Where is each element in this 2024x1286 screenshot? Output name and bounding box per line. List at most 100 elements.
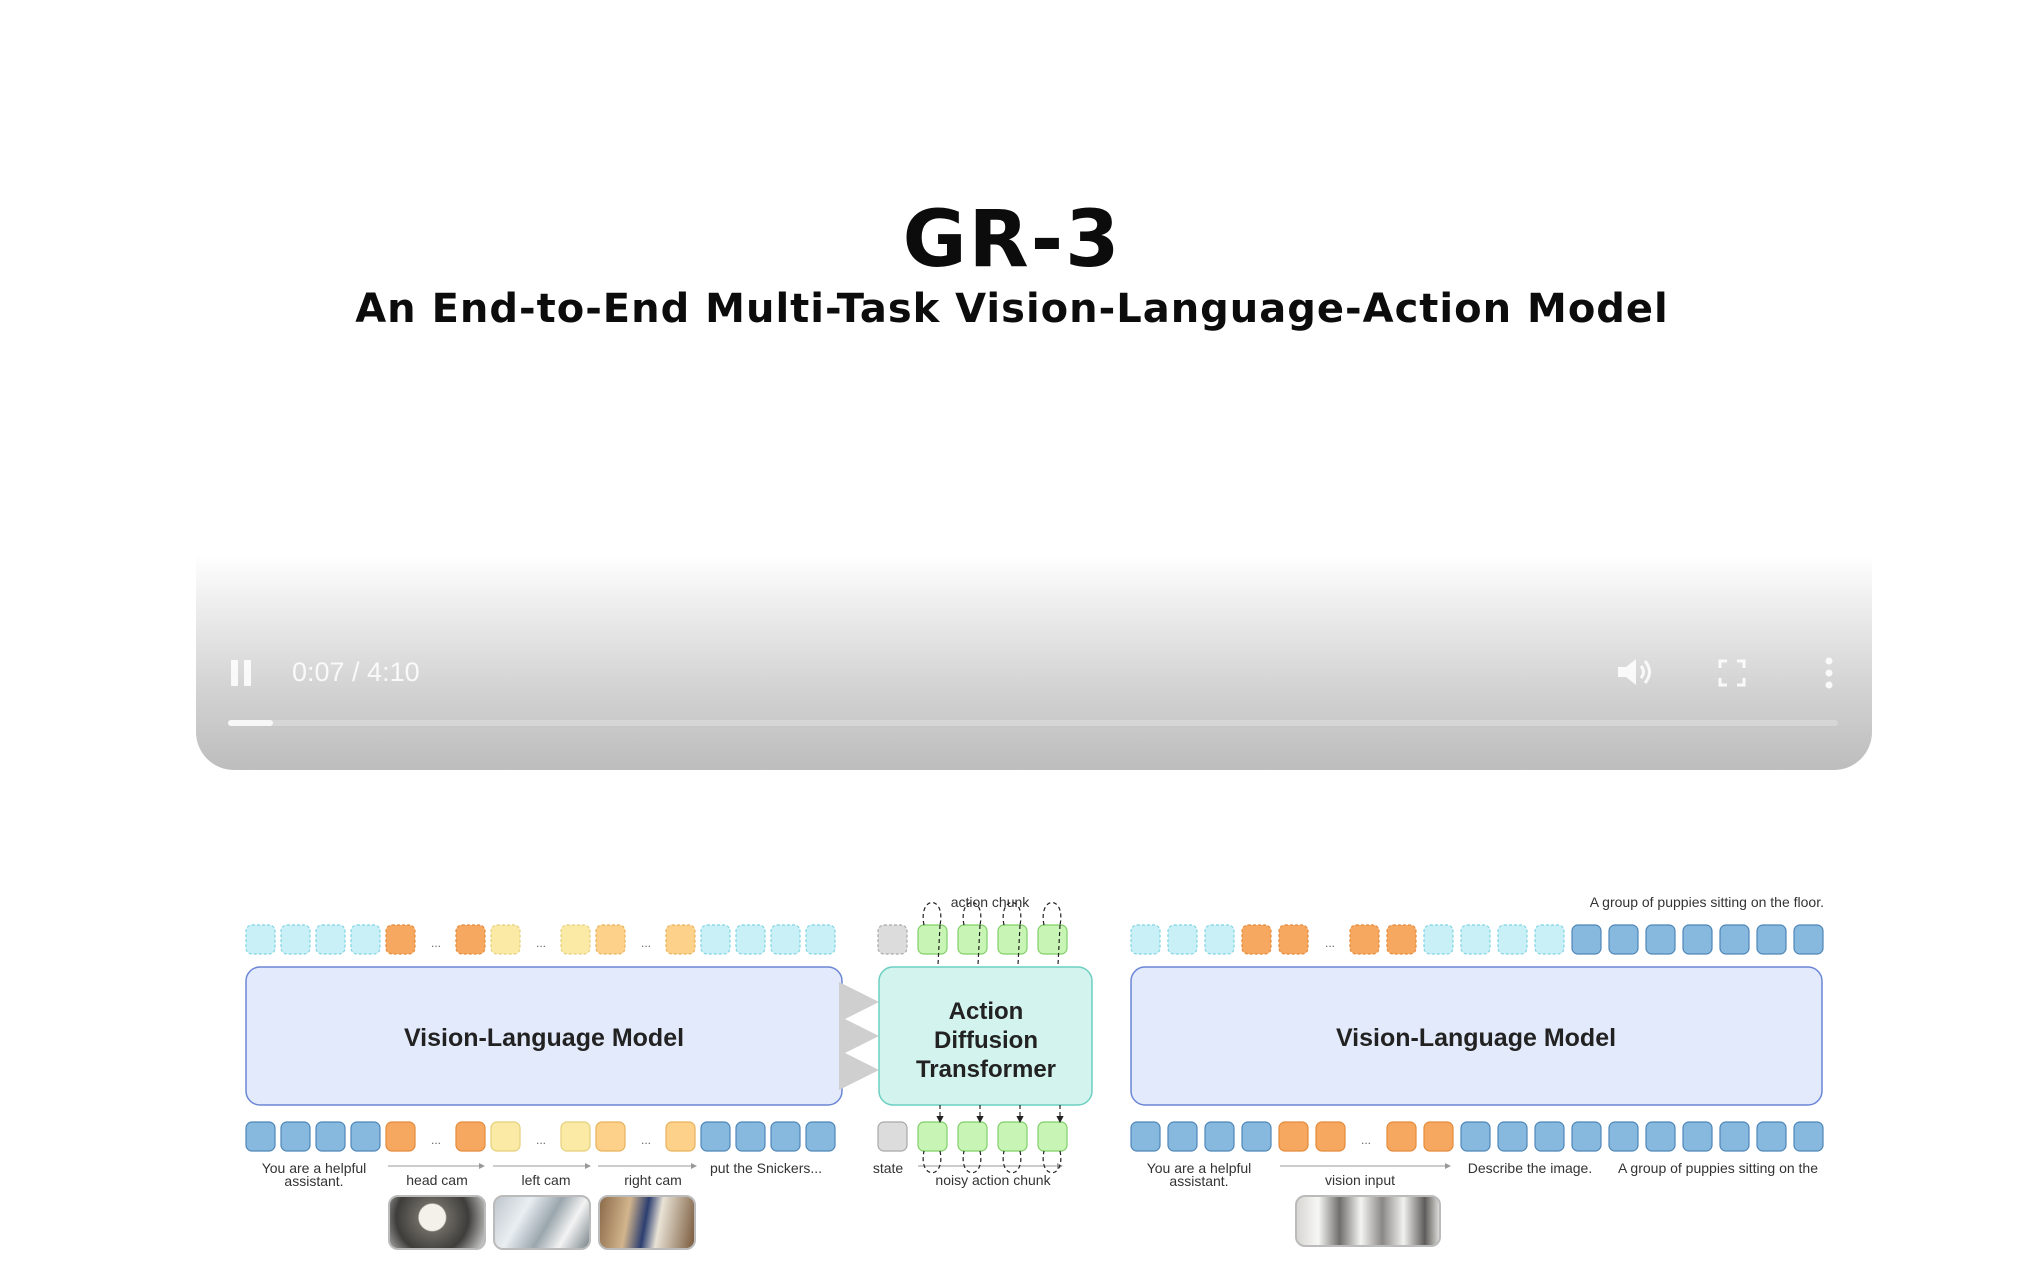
- left-output-token-16: [805, 924, 836, 955]
- right-input-token-9: [1460, 1121, 1491, 1152]
- adt-output-token-1: [917, 924, 948, 955]
- left-input-token-7: [490, 1121, 521, 1152]
- right-output-token-3: [1241, 924, 1272, 955]
- left-cam-thumbnail: [493, 1195, 591, 1250]
- right-output-token-15: [1682, 924, 1713, 955]
- video-player[interactable]: 0:07 / 4:10: [196, 555, 1872, 770]
- ellipsis: ...: [431, 1133, 441, 1147]
- ellipsis: ...: [641, 936, 651, 950]
- pause-icon[interactable]: [230, 660, 252, 686]
- left-input-token-1: [280, 1121, 311, 1152]
- left-input-token-9: [560, 1121, 591, 1152]
- left-system-prompt-line2: assistant.: [284, 1173, 343, 1189]
- question-label: Describe the image.: [1468, 1160, 1593, 1176]
- left-input-token-10: [595, 1121, 626, 1152]
- ellipsis: ...: [1361, 1133, 1371, 1147]
- ellipsis: ...: [431, 936, 441, 950]
- right-input-token-13: [1608, 1121, 1639, 1152]
- right-input-token-0: [1130, 1121, 1161, 1152]
- adt-output-token-2: [957, 924, 988, 955]
- action-chunk-label: action chunk: [951, 894, 1031, 910]
- adt-output-token-3: [997, 924, 1028, 955]
- left-vlm-label: Vision-Language Model: [404, 1024, 684, 1052]
- right-output-token-18: [1793, 924, 1824, 955]
- fullscreen-icon[interactable]: [1718, 659, 1746, 687]
- right-output-token-8: [1423, 924, 1454, 955]
- right-vlm-label: Vision-Language Model: [1336, 1024, 1616, 1052]
- denoise-loop-bottom-2: [1002, 1105, 1021, 1174]
- right-input-token-10: [1497, 1121, 1528, 1152]
- right-input-token-5: [1315, 1121, 1346, 1152]
- adt-input-token-2: [957, 1121, 988, 1152]
- right-input-token-17: [1756, 1121, 1787, 1152]
- adt-input-token-3: [997, 1121, 1028, 1152]
- right-cam-label: right cam: [624, 1172, 682, 1188]
- ellipsis: ...: [641, 1133, 651, 1147]
- right-input-token-15: [1682, 1121, 1713, 1152]
- left-input-token-3: [350, 1121, 381, 1152]
- adt-box: [878, 966, 1093, 1106]
- left-input-token-13: [700, 1121, 731, 1152]
- adt-label-line1: Action: [949, 998, 1024, 1025]
- right-output-token-7: [1386, 924, 1417, 955]
- right-input-token-1: [1167, 1121, 1198, 1152]
- state-label: state: [873, 1160, 904, 1176]
- time-readout: 0:07 / 4:10: [292, 657, 420, 687]
- right-vlm-box: [1130, 966, 1823, 1106]
- denoise-loop-top-2: [1002, 901, 1022, 966]
- denoise-loop-bottom-0: [922, 1105, 941, 1174]
- progress-bar[interactable]: [228, 720, 1838, 726]
- left-output-token-4: [385, 924, 416, 955]
- left-output-token-10: [595, 924, 626, 955]
- ellipsis: ...: [536, 1133, 546, 1147]
- noisy-action-chunk-label: noisy action chunk: [935, 1172, 1051, 1188]
- left-input-token-2: [315, 1121, 346, 1152]
- head-cam-label: head cam: [406, 1172, 467, 1188]
- left-output-token-15: [770, 924, 801, 955]
- left-output-token-6: [455, 924, 486, 955]
- left-output-token-7: [490, 924, 521, 955]
- left-input-token-16: [805, 1121, 836, 1152]
- right-system-prompt-line1: You are a helpful: [1147, 1160, 1252, 1176]
- head-cam-thumbnail: [388, 1195, 486, 1250]
- right-output-token-0: [1130, 924, 1161, 955]
- right-output-token-10: [1497, 924, 1528, 955]
- left-input-token-4: [385, 1121, 416, 1152]
- right-output-label: A group of puppies sitting on the floor.: [1590, 894, 1824, 910]
- left-input-token-12: [665, 1121, 696, 1152]
- right-output-token-1: [1167, 924, 1198, 955]
- denoise-loops: [922, 901, 1062, 1174]
- right-input-token-2: [1204, 1121, 1235, 1152]
- left-output-token-14: [735, 924, 766, 955]
- left-input-token-14: [735, 1121, 766, 1152]
- right-input-token-8: [1423, 1121, 1454, 1152]
- right-output-token-16: [1719, 924, 1750, 955]
- denoise-loop-bottom-1: [962, 1105, 981, 1174]
- puppies-thumbnail: [1295, 1195, 1441, 1247]
- right-system-prompt-line2: assistant.: [1169, 1173, 1228, 1189]
- left-input-token-15: [770, 1121, 801, 1152]
- instruction-label: put the Snickers...: [710, 1160, 822, 1176]
- right-output-token-2: [1204, 924, 1235, 955]
- left-output-token-2: [315, 924, 346, 955]
- right-cam-thumbnail: [598, 1195, 696, 1250]
- adt-input-token-4: [1037, 1121, 1068, 1152]
- left-output-token-0: [245, 924, 276, 955]
- right-input-token-18: [1793, 1121, 1824, 1152]
- right-input-token-12: [1571, 1121, 1602, 1152]
- left-output-token-3: [350, 924, 381, 955]
- right-output-token-9: [1460, 924, 1491, 955]
- denoise-loop-bottom-3: [1042, 1105, 1061, 1174]
- right-output-token-17: [1756, 924, 1787, 955]
- left-system-prompt-line1: You are a helpful: [262, 1160, 367, 1176]
- more-vert-icon[interactable]: [1822, 656, 1836, 690]
- page-title: GR-3: [902, 195, 1122, 285]
- right-input-token-11: [1534, 1121, 1565, 1152]
- volume-icon[interactable]: [1616, 656, 1656, 688]
- right-output-token-14: [1645, 924, 1676, 955]
- right-input-token-3: [1241, 1121, 1272, 1152]
- denoise-loop-top-3: [1042, 901, 1062, 966]
- adt-input-token-1: [917, 1121, 948, 1152]
